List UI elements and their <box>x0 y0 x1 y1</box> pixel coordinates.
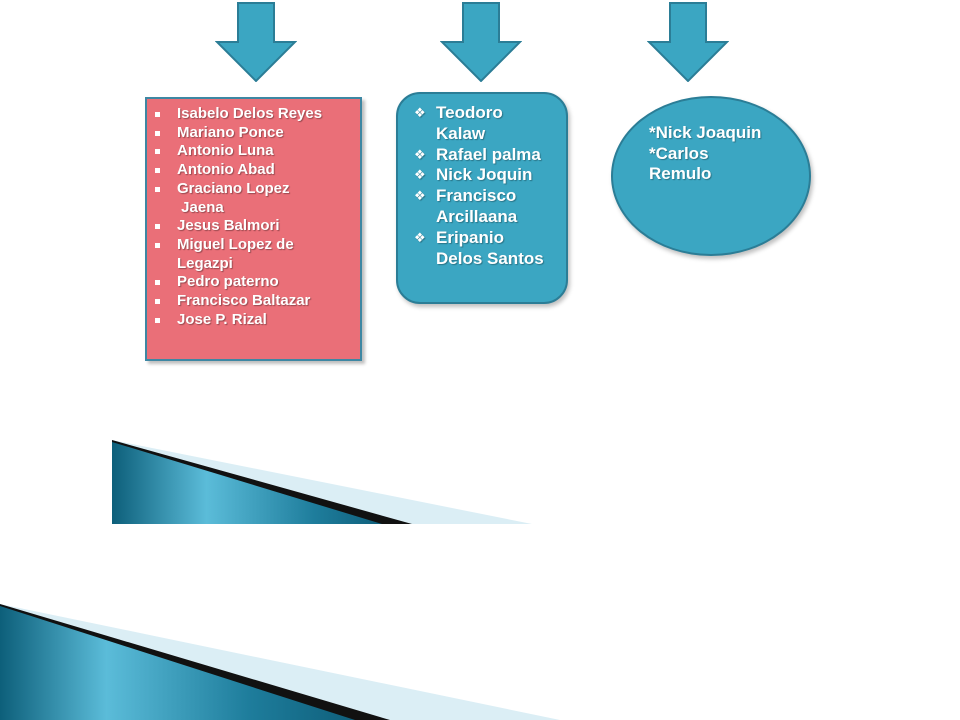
square-bullet-icon <box>155 317 160 323</box>
diamond-bullet-icon: ❖ <box>414 188 426 204</box>
list-item: Jesus Balmori <box>155 217 354 236</box>
list-item-text: Graciano Lopez <box>177 179 290 197</box>
list-item-text: Nick Joquin <box>436 165 533 185</box>
list-item: Francisco Baltazar <box>155 292 354 311</box>
list-item: Pedro paterno <box>155 273 354 292</box>
diamond-bullet-icon: ❖ <box>414 105 426 120</box>
list-item-text: Pedro paterno <box>177 273 279 291</box>
red-list-box: Isabelo Delos Reyes Mariano Ponce Antoni… <box>145 97 362 361</box>
list-item-text-continued: Legazpi <box>177 254 233 272</box>
square-bullet-icon <box>155 130 160 136</box>
ellipse-line: *Carlos <box>649 143 709 163</box>
list-item-text-continued: Kalaw <box>436 123 486 143</box>
ellipse-box: *Nick Joaquin *Carlos Remulo <box>611 96 811 256</box>
square-bullet-icon <box>155 242 160 248</box>
list-item-text-continued: Jaena <box>177 198 224 216</box>
square-bullet-icon <box>155 168 160 174</box>
red-list: Isabelo Delos Reyes Mariano Ponce Antoni… <box>155 105 354 329</box>
square-bullet-icon <box>155 149 160 155</box>
square-bullet-icon <box>155 299 160 305</box>
decorative-swoosh-bottom <box>0 604 560 720</box>
square-bullet-icon <box>155 186 160 192</box>
list-item: Mariano Ponce <box>155 124 354 143</box>
decorative-swoosh-mid <box>112 440 532 524</box>
square-bullet-icon <box>155 112 160 117</box>
list-item-text-continued: Arcillaana <box>436 206 518 226</box>
list-item-text: Mariano Ponce <box>177 123 284 141</box>
down-arrow-icon <box>215 2 297 82</box>
list-item: Antonio Abad <box>155 161 354 180</box>
diamond-bullet-icon: ❖ <box>414 146 426 162</box>
list-item: ❖ Nick Joquin <box>414 165 558 186</box>
list-item-text: Jesus Balmori <box>177 217 280 235</box>
square-bullet-icon <box>155 224 160 230</box>
list-item-text-continued: Delos Santos <box>436 248 544 268</box>
ellipse-line: Remulo <box>649 164 712 183</box>
list-item-text: Francisco <box>436 186 517 206</box>
list-item-text: Francisco Baltazar <box>177 292 311 310</box>
down-arrow-icon-shape <box>440 2 522 82</box>
list-item-text: Jose P. Rizal <box>177 310 267 328</box>
square-bullet-icon <box>155 280 160 286</box>
list-item-text: Antonio Luna <box>177 142 274 160</box>
list-item-text: Eripanio <box>436 227 505 247</box>
ellipse-line: *Nick Joaquin <box>649 123 762 142</box>
list-item-text: Isabelo Delos Reyes <box>177 105 323 122</box>
list-item: Jose P. Rizal <box>155 311 354 330</box>
list-item: Graciano Lopez Jaena <box>155 180 354 217</box>
down-arrow-icon-shape <box>215 2 297 82</box>
down-arrow-icon <box>647 2 729 82</box>
list-item: ❖ Rafael palma <box>414 145 558 166</box>
list-item: Antonio Luna <box>155 142 354 161</box>
list-item-text: Miguel Lopez de <box>177 235 294 253</box>
down-arrow-icon <box>440 2 522 82</box>
diamond-bullet-icon: ❖ <box>414 229 426 245</box>
list-item: Isabelo Delos Reyes <box>155 105 354 124</box>
list-item-text: Antonio Abad <box>177 161 275 179</box>
list-item-text: Rafael palma <box>436 144 541 164</box>
diamond-bullet-icon: ❖ <box>414 167 426 183</box>
list-item-text: Teodoro <box>436 103 503 122</box>
down-arrow-icon-shape <box>647 2 729 82</box>
